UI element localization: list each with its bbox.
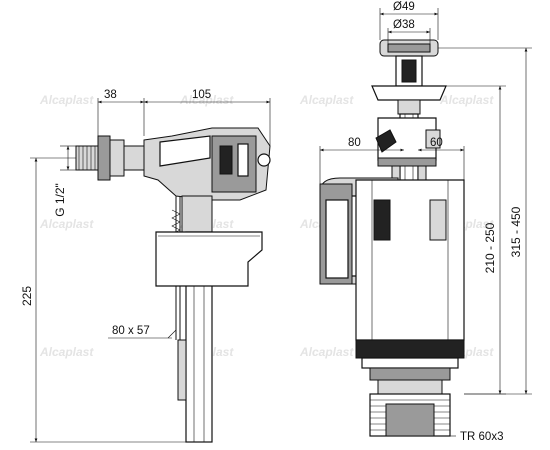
dim-range2-label: 315 - 450 — [509, 206, 523, 257]
dim-float-line — [108, 329, 177, 339]
dim-d49-line — [379, 8, 439, 40]
dim-range1-label: 210 - 250 — [483, 222, 497, 273]
float-guide — [177, 339, 187, 401]
watermark: Alcaplast — [39, 93, 94, 107]
watermark: Alcaplast — [39, 217, 94, 231]
dim-d38-line — [387, 28, 431, 44]
dim-38-label: 38 — [104, 89, 117, 101]
main-housing — [355, 179, 465, 341]
watermark: Alcaplast — [439, 93, 494, 107]
watermark: Alcaplast — [299, 345, 354, 359]
top-flange — [371, 85, 447, 115]
watermark: Alcaplast — [39, 345, 94, 359]
dim-80-label: 80 — [348, 137, 361, 149]
dim-d38-label: Ø38 — [393, 19, 415, 31]
fill-valve-drawing: 38 105 225 G 1/2" 80 x 57 — [20, 89, 271, 443]
dim-105-label: 105 — [192, 89, 211, 101]
dim-225-label: 225 — [20, 286, 34, 306]
dim-thread-line — [60, 145, 76, 171]
watermark: Alcaplast — [299, 93, 354, 107]
dim-tr-label: TR 60x3 — [460, 431, 503, 443]
float-box — [155, 231, 263, 287]
dim-80-line — [319, 146, 404, 184]
inlet-thread — [75, 135, 145, 181]
dim-105-line — [144, 98, 271, 146]
dim-60-label: 60 — [430, 137, 443, 149]
dim-d49-label: Ø49 — [393, 1, 415, 13]
dim-38-line — [97, 98, 145, 136]
dim-float-label: 80 x 57 — [112, 325, 150, 337]
dim-60-line — [418, 146, 465, 180]
dim-range2-line — [438, 47, 532, 395]
valve-head — [143, 127, 271, 201]
flush-valve-drawing: Ø49 Ø38 80 60 210 - 250 — [319, 1, 532, 443]
dim-thread-label: G 1/2" — [53, 183, 67, 217]
bottom-thread — [369, 393, 451, 437]
push-button — [379, 39, 439, 87]
seal-plate — [355, 339, 465, 395]
watermark: Alcaplast — [179, 93, 234, 107]
